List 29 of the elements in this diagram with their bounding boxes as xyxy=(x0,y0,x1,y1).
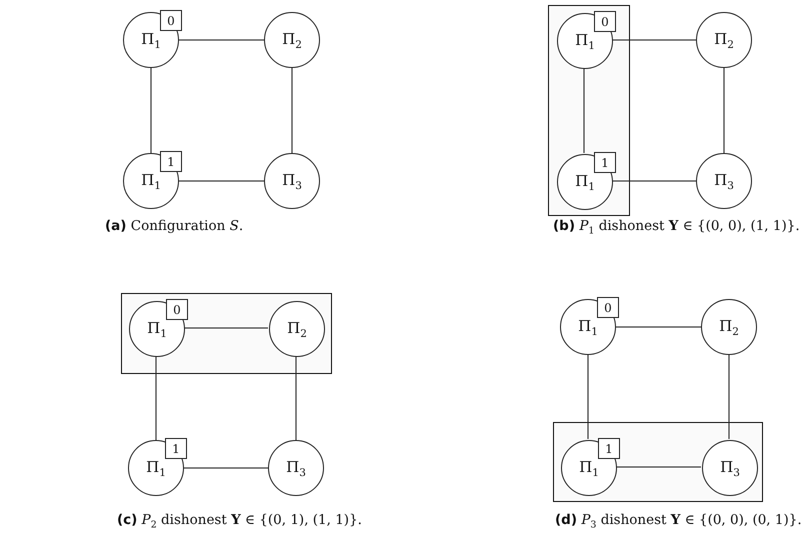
figure-caption: (b) P$_{1}$ dishonest Y ∈ {(0, 0), (1, 1)}. xyxy=(553,218,800,237)
party-circle: Π$_{2}$ xyxy=(269,301,325,357)
connector-line xyxy=(612,180,696,182)
connector-line xyxy=(178,180,264,182)
party-circle: Π$_{3}$ xyxy=(696,153,752,209)
party-circle: Π$_{2}$ xyxy=(701,299,757,355)
index-tag: 0 xyxy=(597,297,619,318)
party-circle: Π$_{3}$ xyxy=(702,440,758,496)
connector-line xyxy=(616,326,702,328)
index-tag: 1 xyxy=(598,438,620,459)
figure-caption: (a) Configuration S. xyxy=(105,218,244,234)
index-tag: 0 xyxy=(594,11,616,32)
party-circle: Π$_{2}$ xyxy=(696,12,752,68)
index-tag: 0 xyxy=(166,299,188,320)
index-tag: 0 xyxy=(160,10,182,31)
connector-line xyxy=(150,68,152,154)
group-frame xyxy=(548,5,630,216)
connector-line xyxy=(616,466,702,468)
index-tag: 1 xyxy=(165,438,187,459)
connector-line xyxy=(728,354,730,440)
index-tag: 1 xyxy=(594,152,616,173)
party-circle: Π$_{3}$ xyxy=(264,153,320,209)
group-frame xyxy=(121,293,332,374)
figure-caption: (d) P$_{3}$ dishonest Y ∈ {(0, 0), (0, 1)}. xyxy=(555,512,802,531)
index-tag: 1 xyxy=(160,151,182,172)
figure-caption: (c) P$_{2}$ dishonest Y ∈ {(0, 1), (1, 1)}. xyxy=(117,512,362,531)
party-circle: Π$_{3}$ xyxy=(268,440,324,496)
group-frame xyxy=(553,422,763,502)
party-circle: Π$_{2}$ xyxy=(264,12,320,68)
